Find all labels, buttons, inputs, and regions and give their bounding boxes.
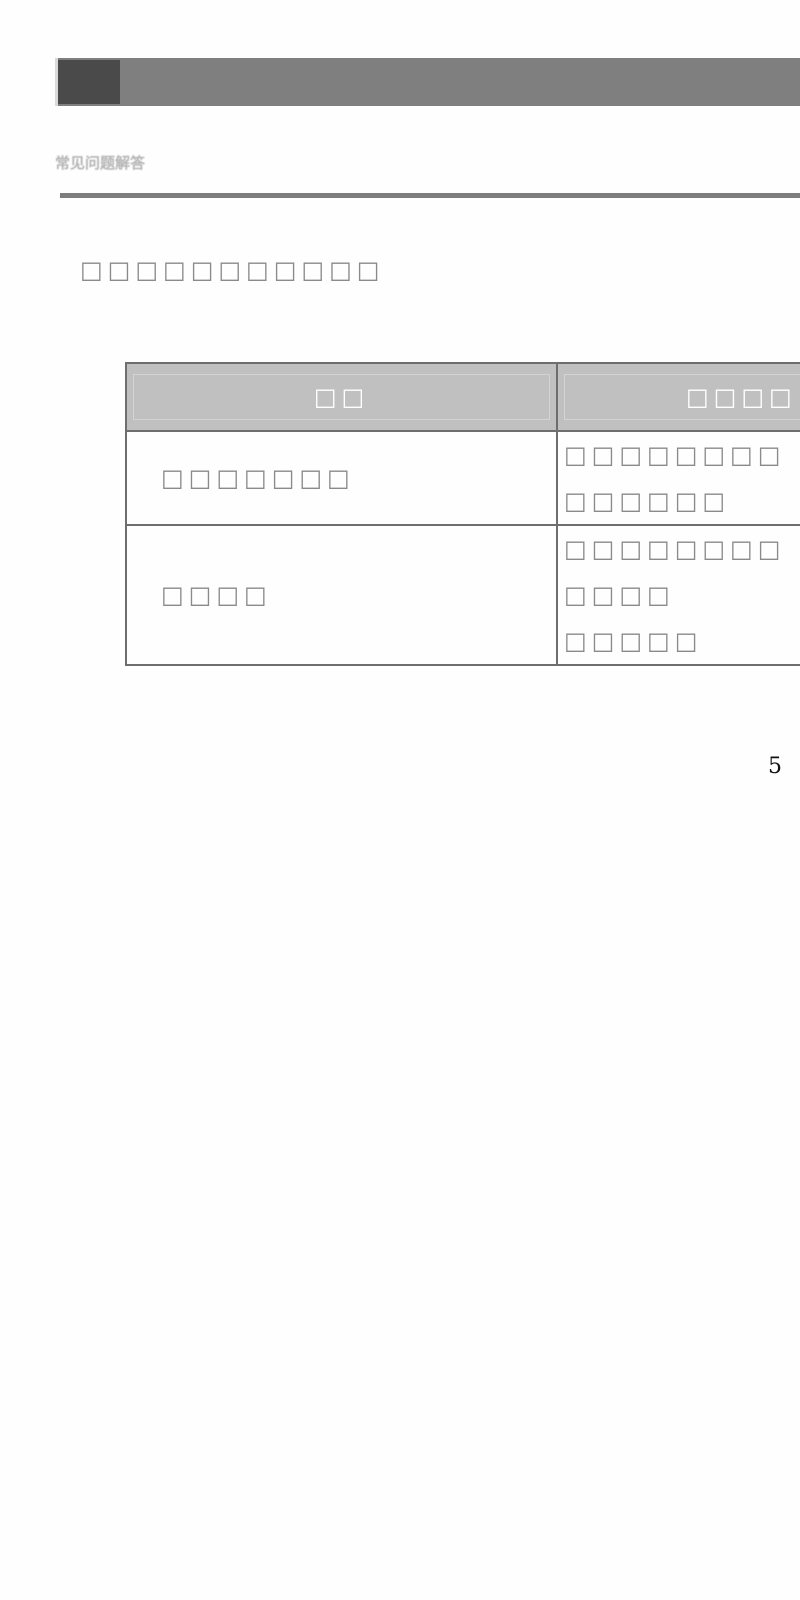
header-accent-block [58,60,120,104]
table-header-label: □□□□ [686,383,797,411]
section-title: 常见问题解答 [55,154,146,172]
table-cell-detail: □□□□□□□□ □□□□□□ [556,430,800,526]
table-cell-detail: □□□□□□□□ □□□□ □□□□□ [556,524,800,666]
table-row: □□□□□□□ □□□□□□□□ □□□□□□ [125,430,800,526]
detail-line: □□□□□ [564,627,703,655]
table-header-cell: □□□□ [556,362,800,432]
detail-line: □□□□□□□□ [564,441,786,469]
table-cell-name: □□□□ [125,524,558,666]
header-bar [55,58,800,106]
intro-text: □□□□□□□□□□□ [80,256,385,284]
table-header-cell: □□ [125,362,558,432]
table-cell-name: □□□□□□□ [125,430,558,526]
section-divider [60,193,800,198]
detail-line: □□□□ [564,581,675,609]
page-number: 5 [768,754,782,779]
detail-line: □□□□□□□□ [564,535,786,563]
detail-line: □□□□□□ [564,487,731,515]
info-table: □□ □□□□ □□□□□□□ □□□□□□□□ □□□□□□ □□□□ □□□… [125,362,800,666]
table-header-label: □□ [313,383,370,411]
table-row: □□□□ □□□□□□□□ □□□□ □□□□□ [125,524,800,666]
